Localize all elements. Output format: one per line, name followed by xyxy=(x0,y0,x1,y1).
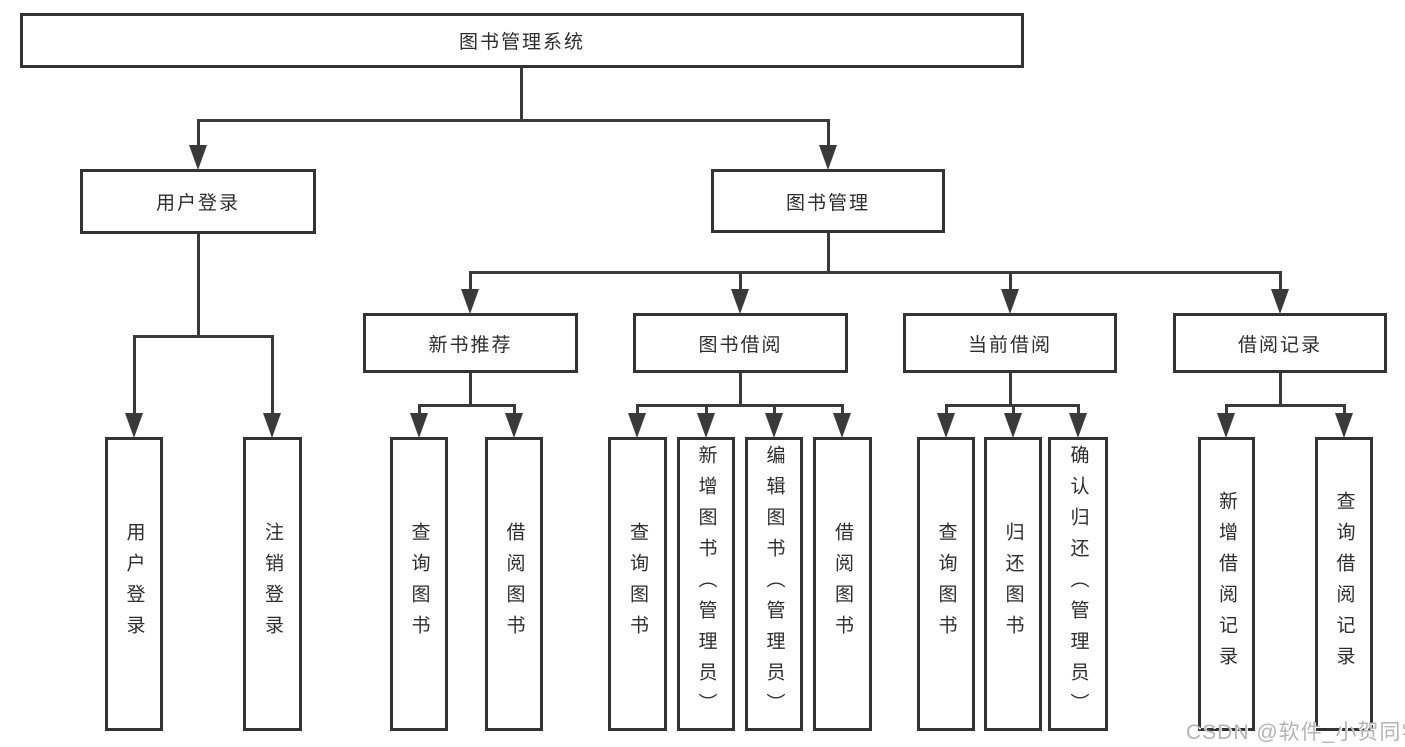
arrow-down-icon xyxy=(697,413,715,438)
connector-line xyxy=(469,271,1282,274)
connector-line xyxy=(1077,404,1080,414)
arrow-down-icon xyxy=(1001,289,1019,314)
connector-line xyxy=(133,335,274,338)
connector-line xyxy=(1225,404,1346,407)
connector-line xyxy=(827,233,830,272)
connector-line xyxy=(469,373,472,405)
connector-line xyxy=(1009,271,1012,290)
csdn-watermark: CSDN @软件_小贺同学 xyxy=(1186,721,1405,744)
connector-line xyxy=(705,404,708,414)
node-current-borrowing: 当前借阅 xyxy=(903,313,1117,373)
node-borrowing-records-label: 借阅记录 xyxy=(1237,334,1322,356)
node-book-management: 图书管理 xyxy=(711,169,945,233)
arrow-down-icon xyxy=(628,413,646,438)
leaf-query-books-recommend-label: 查询图书 xyxy=(408,522,430,646)
connector-line xyxy=(197,119,830,122)
arrow-down-icon xyxy=(1069,413,1087,438)
arrow-down-icon xyxy=(410,413,428,438)
arrow-down-icon xyxy=(505,413,523,438)
leaf-borrow-books-borrowing-label: 借阅图书 xyxy=(832,522,853,646)
connector-line xyxy=(1279,373,1282,405)
leaf-return-books-label: 归还图书 xyxy=(1002,522,1024,646)
arrow-down-icon xyxy=(833,413,851,438)
leaf-query-books-current: 查询图书 xyxy=(917,437,975,731)
node-user-login: 用户登录 xyxy=(80,169,316,234)
connector-line xyxy=(1225,404,1228,414)
leaf-add-book-admin-label: 新增图书（管理员） xyxy=(695,444,717,724)
leaf-add-book-admin: 新增图书（管理员） xyxy=(677,437,735,731)
arrow-down-icon xyxy=(731,289,749,314)
arrow-down-icon xyxy=(1271,289,1289,314)
node-new-book-recommend: 新书推荐 xyxy=(363,313,578,373)
leaf-logout: 注销登录 xyxy=(243,437,302,731)
leaf-confirm-return-admin-label: 确认归还（管理员） xyxy=(1067,444,1089,724)
connector-line xyxy=(739,373,742,405)
node-book-management-label: 图书管理 xyxy=(785,192,870,214)
connector-line xyxy=(841,404,844,414)
connector-line xyxy=(133,335,136,414)
leaf-confirm-return-admin: 确认归还（管理员） xyxy=(1048,437,1108,731)
arrow-down-icon xyxy=(765,413,783,438)
arrow-down-icon xyxy=(1004,413,1022,438)
node-current-borrowing-label: 当前借阅 xyxy=(967,334,1052,356)
connector-line xyxy=(418,404,421,414)
leaf-user-login: 用户登录 xyxy=(105,437,163,731)
arrow-down-icon xyxy=(125,413,143,438)
node-user-login-label: 用户登录 xyxy=(155,193,240,214)
leaf-edit-book-admin-label: 编辑图书（管理员） xyxy=(763,444,785,724)
connector-line xyxy=(520,68,523,120)
node-new-book-recommend-label: 新书推荐 xyxy=(428,334,513,356)
arrow-down-icon xyxy=(1335,413,1353,438)
leaf-logout-label: 注销登录 xyxy=(262,522,283,646)
node-borrowing-records: 借阅记录 xyxy=(1173,313,1387,373)
leaf-add-borrow-record-label: 新增借阅记录 xyxy=(1216,491,1237,677)
connector-line xyxy=(1009,373,1012,405)
leaf-borrow-books-borrowing: 借阅图书 xyxy=(813,437,872,731)
leaf-borrow-books-recommend: 借阅图书 xyxy=(485,437,543,731)
connector-line xyxy=(418,404,516,407)
arrow-down-icon xyxy=(937,413,955,438)
arrow-down-icon xyxy=(1217,413,1235,438)
leaf-borrow-books-recommend-label: 借阅图书 xyxy=(503,522,525,646)
connector-line xyxy=(197,119,200,146)
leaf-query-books-recommend: 查询图书 xyxy=(390,437,448,731)
leaf-query-books-borrowing-label: 查询图书 xyxy=(627,522,648,646)
connector-line xyxy=(827,119,830,146)
connector-line xyxy=(469,271,472,290)
leaf-user-login-label: 用户登录 xyxy=(123,522,145,646)
arrow-down-icon xyxy=(189,145,207,170)
arrow-down-icon xyxy=(461,289,479,314)
node-book-borrowing-label: 图书借阅 xyxy=(698,334,783,356)
leaf-query-books-current-label: 查询图书 xyxy=(935,522,957,646)
leaf-query-borrow-record-label: 查询借阅记录 xyxy=(1333,491,1355,677)
node-book-borrowing: 图书借阅 xyxy=(633,313,848,373)
connector-line xyxy=(1012,404,1015,414)
connector-line xyxy=(739,271,742,290)
arrow-down-icon xyxy=(263,413,281,438)
node-root: 图书管理系统 xyxy=(20,13,1024,68)
connector-line xyxy=(636,404,639,414)
connector-line xyxy=(197,234,200,336)
leaf-return-books: 归还图书 xyxy=(984,437,1042,731)
connector-line xyxy=(1279,271,1282,290)
leaf-add-borrow-record: 新增借阅记录 xyxy=(1198,437,1255,731)
connector-line xyxy=(271,335,274,414)
node-root-label: 图书管理系统 xyxy=(458,32,585,53)
leaf-query-borrow-record: 查询借阅记录 xyxy=(1315,437,1373,731)
leaf-query-books-borrowing: 查询图书 xyxy=(608,437,667,731)
leaf-edit-book-admin: 编辑图书（管理员） xyxy=(745,437,803,731)
connector-line xyxy=(773,404,776,414)
connector-line xyxy=(1343,404,1346,414)
connector-line xyxy=(513,404,516,414)
arrow-down-icon xyxy=(819,145,837,170)
connector-line xyxy=(636,404,844,407)
connector-line xyxy=(945,404,948,414)
